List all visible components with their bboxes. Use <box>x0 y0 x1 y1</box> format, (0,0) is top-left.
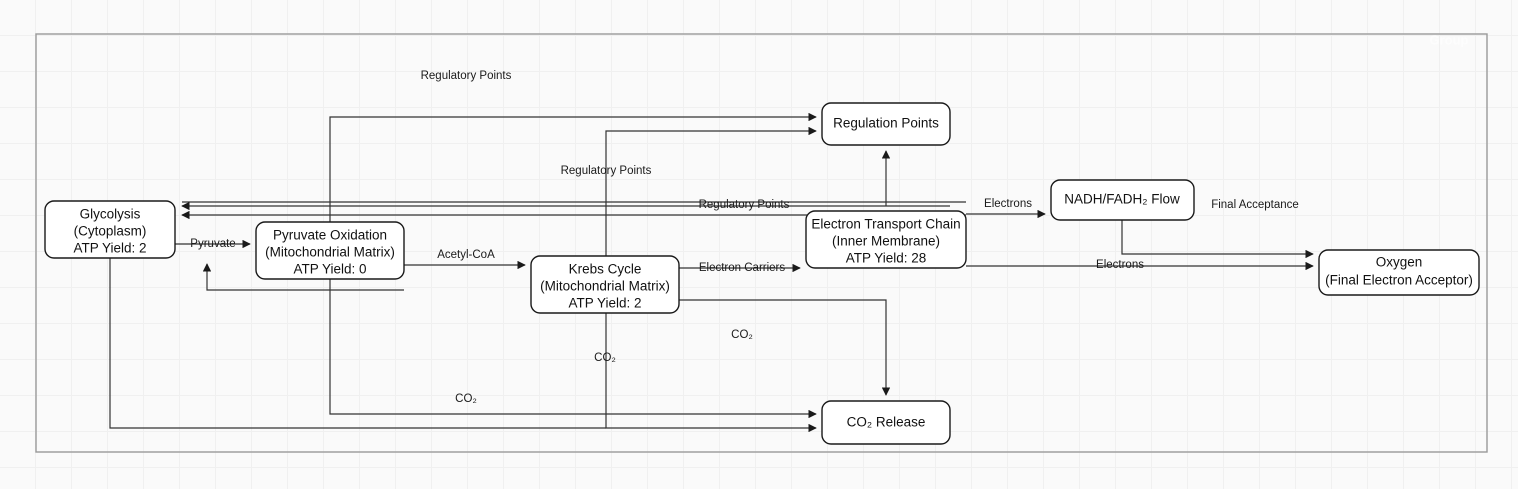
nadh-fadh2-flow-node[interactable]: NADH/FADH₂ Flow <box>1050 179 1195 221</box>
electron-transport-chain-node-rect[interactable] <box>805 210 967 269</box>
edge-label-electrons-bottom: Electrons <box>1096 259 1144 271</box>
edge-label-regulatory-points-low: Regulatory Points <box>699 199 790 211</box>
nadh-fadh2-flow-node-line-1: NADH/FADH₂ Flow <box>1064 192 1180 207</box>
glycolysis-node[interactable]: Glycolysis (Cytoplasm) ATP Yield: 2 <box>44 200 176 259</box>
glycolysis-node-line-3: ATP Yield: 2 <box>73 241 146 256</box>
edge-label-regulatory-points-mid: Regulatory Points <box>561 165 652 177</box>
edge-label-acetyl-coa: Acetyl-CoA <box>437 249 495 261</box>
electron-transport-chain-node-line-3: ATP Yield: 28 <box>846 251 927 266</box>
glycolysis-node-line-1: Glycolysis <box>80 207 141 222</box>
co2-release-node[interactable]: CO₂ Release <box>821 400 951 445</box>
glycolysis-node-rect[interactable] <box>44 200 176 259</box>
pyruvate-oxidation-node-line-2: (Mitochondrial Matrix) <box>265 245 395 260</box>
pyruvate-oxidation-node-rect[interactable] <box>255 221 405 280</box>
edge-krebs-cycle-to-co2-release-rail[interactable] <box>605 313 817 433</box>
edge-krebs-cycle-to-regulation-points[interactable] <box>605 126 817 256</box>
regulation-points-node-line-1: Regulation Points <box>833 116 939 131</box>
edge-label-final-acceptance: Final Acceptance <box>1211 199 1299 211</box>
co2-release-node-rect[interactable] <box>821 400 951 445</box>
krebs-cycle-node[interactable]: Krebs Cycle (Mitochondrial Matrix) ATP Y… <box>530 255 680 314</box>
edge-nadh-flow-to-oxygen[interactable] <box>1121 220 1314 259</box>
edge-label-co2-right: CO₂ <box>731 329 753 341</box>
pyruvate-oxidation-node-line-1: Pyruvate Oxidation <box>273 228 387 243</box>
oxygen-node-line-1: Oxygen <box>1376 255 1423 270</box>
edge-label-electron-carriers: Electron Carriers <box>699 262 786 274</box>
co2-release-node-line-1: CO₂ Release <box>847 415 926 430</box>
electron-transport-chain-node-line-1: Electron Transport Chain <box>811 217 960 232</box>
edge-glycolysis-bottom-rail[interactable] <box>109 258 606 429</box>
pyruvate-oxidation-node-line-3: ATP Yield: 0 <box>293 262 366 277</box>
electron-transport-chain-node[interactable]: Electron Transport Chain (Inner Membrane… <box>805 210 967 269</box>
nodes-layer: Glycolysis (Cytoplasm) ATP Yield: 2 Pyru… <box>44 102 1480 445</box>
edge-glycolysis-to-regulation-points[interactable] <box>329 112 817 258</box>
edge-label-co2-left: CO₂ <box>455 393 477 405</box>
pyruvate-oxidation-node[interactable]: Pyruvate Oxidation (Mitochondrial Matrix… <box>255 221 405 280</box>
edge-label-electrons-top: Electrons <box>984 198 1032 210</box>
edge-label-regulatory-points-top: Regulatory Points <box>421 70 512 82</box>
edge-pyruvate-oxidation-to-co2-release[interactable] <box>329 279 817 419</box>
oxygen-node-rect[interactable] <box>1318 249 1480 296</box>
regulation-points-node-rect[interactable] <box>821 102 951 146</box>
oxygen-node-line-2: (Final Electron Acceptor) <box>1325 273 1473 288</box>
electron-transport-chain-node-line-2: (Inner Membrane) <box>832 234 940 249</box>
krebs-cycle-node-line-2: (Mitochondrial Matrix) <box>540 279 670 294</box>
regulation-points-node[interactable]: Regulation Points <box>821 102 951 146</box>
edge-labels-layer: Pyruvate Acetyl-CoA Electron Carriers El… <box>190 70 1298 405</box>
krebs-cycle-node-rect[interactable] <box>530 255 680 314</box>
glycolysis-node-line-2: (Cytoplasm) <box>74 224 147 239</box>
krebs-cycle-node-line-3: ATP Yield: 2 <box>568 296 641 311</box>
group-frame-rect[interactable] <box>35 33 1488 453</box>
oxygen-node[interactable]: Oxygen (Final Electron Acceptor) <box>1318 249 1480 296</box>
krebs-cycle-node-line-1: Krebs Cycle <box>569 262 642 277</box>
group-label: Group <box>1430 32 1469 47</box>
edge-krebs-cycle-to-co2-release[interactable] <box>679 299 891 396</box>
nadh-fadh2-flow-node-rect[interactable] <box>1050 179 1195 221</box>
edge-label-co2-mid: CO₂ <box>594 352 616 364</box>
edge-return-to-glycolysis[interactable] <box>202 263 404 291</box>
group-frame[interactable]: Group <box>35 32 1488 453</box>
edge-label-pyruvate: Pyruvate <box>190 238 235 250</box>
